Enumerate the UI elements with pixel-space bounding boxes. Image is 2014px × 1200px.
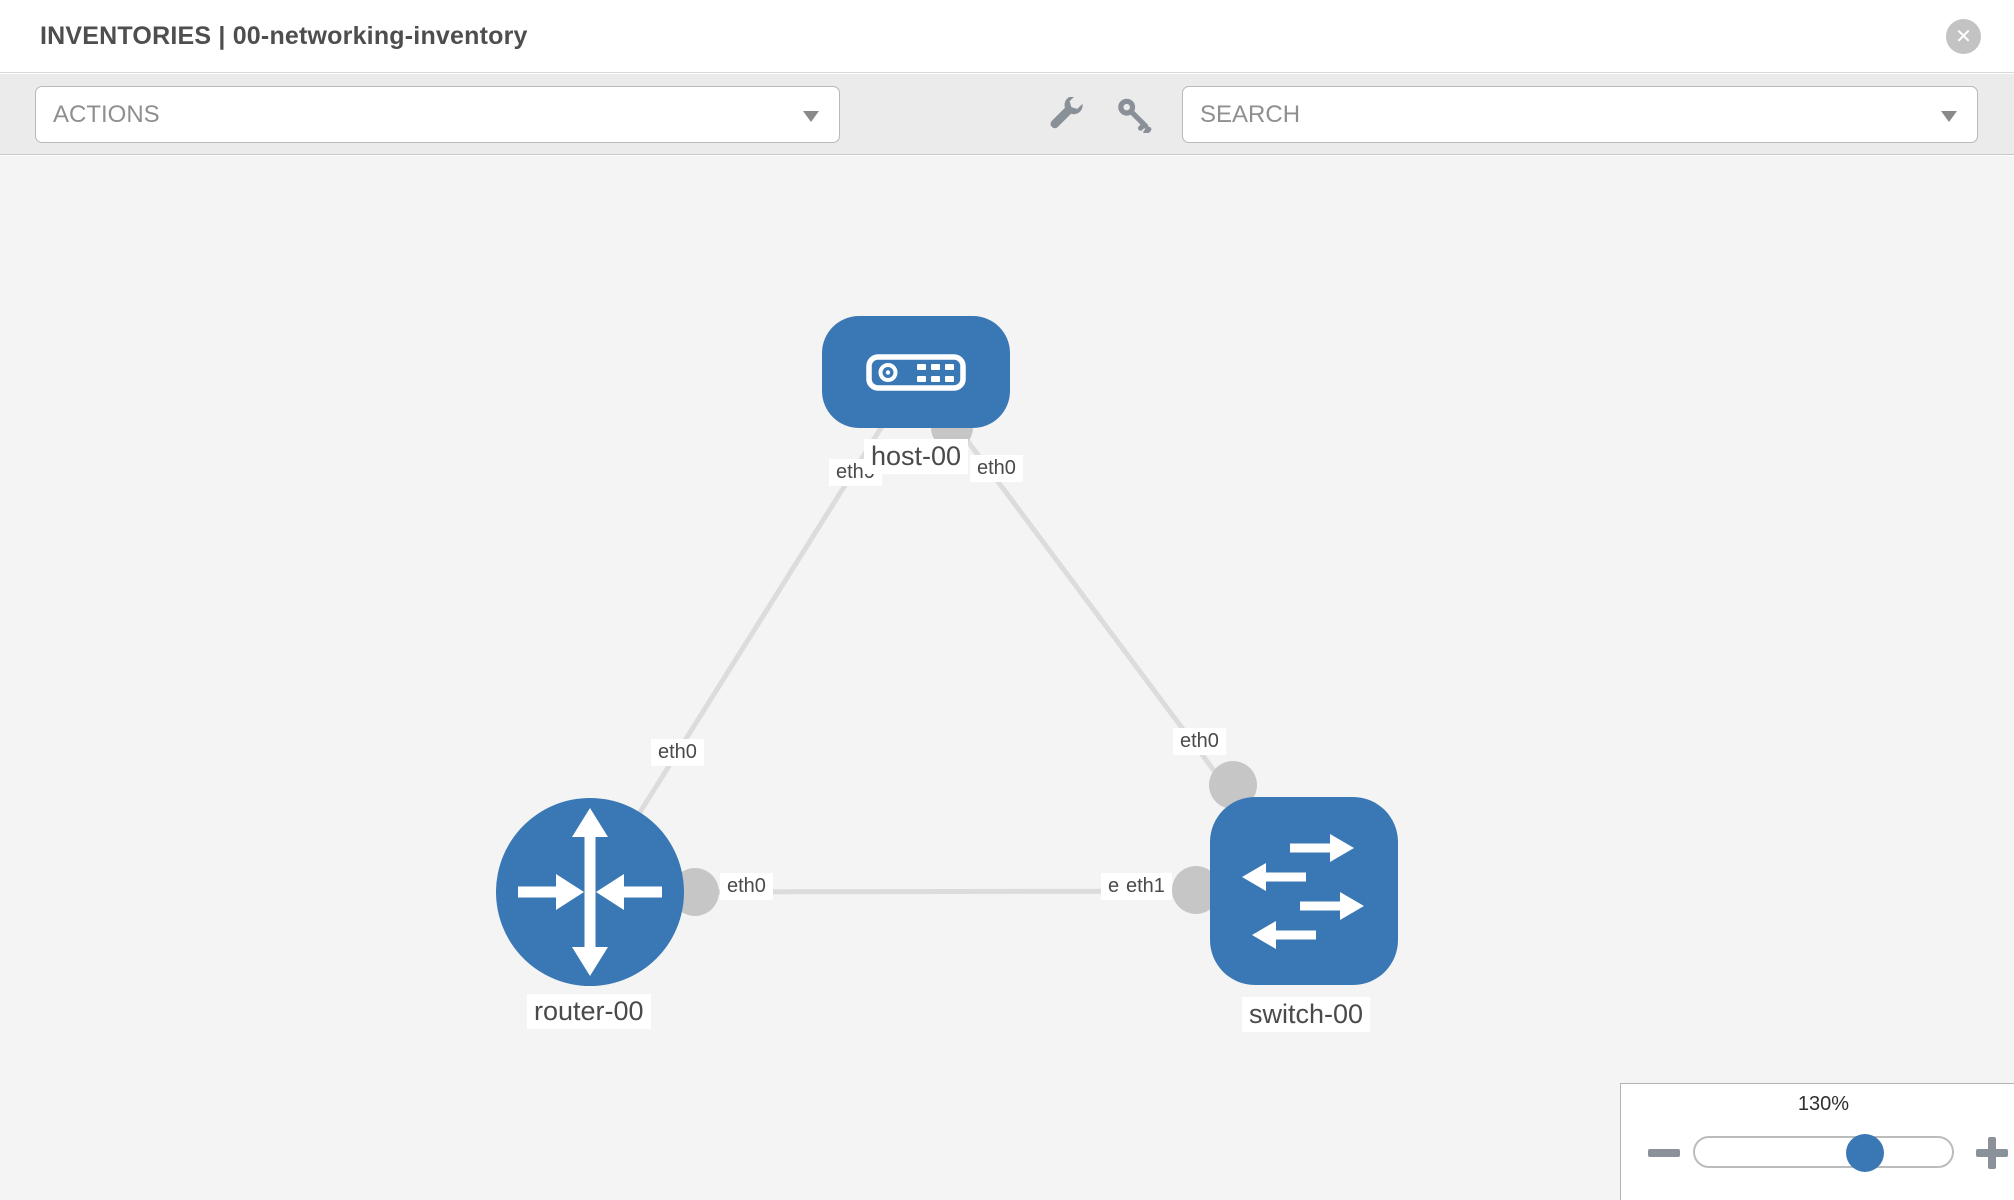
server-icon (866, 354, 966, 391)
plus-icon (1988, 1137, 1996, 1169)
wrench-toolbar-button[interactable] (1044, 94, 1088, 136)
topology-canvas[interactable]: eth0 eth0 eth0 eth0 eth0 eth0 eth1 host-… (0, 156, 2014, 1200)
node-label-host-00: host-00 (864, 439, 969, 474)
zoom-slider-track[interactable] (1693, 1136, 1954, 1168)
interface-label: eth1 (1119, 873, 1172, 900)
close-button[interactable]: ✕ (1946, 19, 1981, 54)
port-circle-switch-top[interactable] (1209, 761, 1257, 809)
interface-label: eth0 (1173, 728, 1226, 755)
minus-icon (1648, 1149, 1680, 1157)
zoom-level-label: 130% (1797, 1093, 1850, 1115)
key-icon (1118, 98, 1152, 133)
node-host-00[interactable] (822, 316, 1010, 428)
node-switch-00[interactable] (1210, 797, 1398, 985)
chevron-down-icon (803, 111, 819, 122)
actions-dropdown-label: ACTIONS (53, 100, 160, 128)
page-title: INVENTORIES | 00-networking-inventory (40, 22, 528, 50)
node-label-router-00: router-00 (527, 994, 651, 1029)
node-label-switch-00: switch-00 (1242, 997, 1371, 1032)
interface-label: eth0 (970, 455, 1023, 482)
port-circle-switch-left[interactable] (1172, 866, 1220, 914)
router-icon (518, 808, 662, 976)
actions-dropdown[interactable]: ACTIONS (35, 86, 840, 143)
zoom-control-panel: 130% (1620, 1083, 2014, 1200)
toolbar: ACTIONS SEARCH (0, 74, 2014, 155)
modal-header: INVENTORIES | 00-networking-inventory ✕ (0, 0, 2014, 73)
link-router-host[interactable] (587, 370, 919, 894)
switch-icon (1242, 834, 1364, 949)
interface-label: eth0 (720, 873, 773, 900)
topology-svg (496, 316, 1398, 986)
search-dropdown-label: SEARCH (1200, 100, 1301, 128)
chevron-down-icon (1941, 111, 1957, 122)
node-router-00[interactable] (496, 798, 684, 986)
wrench-icon (1050, 97, 1083, 129)
search-dropdown[interactable]: SEARCH (1182, 86, 1978, 143)
zoom-slider-thumb[interactable] (1846, 1134, 1884, 1172)
close-icon: ✕ (1955, 25, 1972, 48)
interface-label: eth0 (651, 739, 704, 766)
key-toolbar-button[interactable] (1112, 94, 1156, 136)
